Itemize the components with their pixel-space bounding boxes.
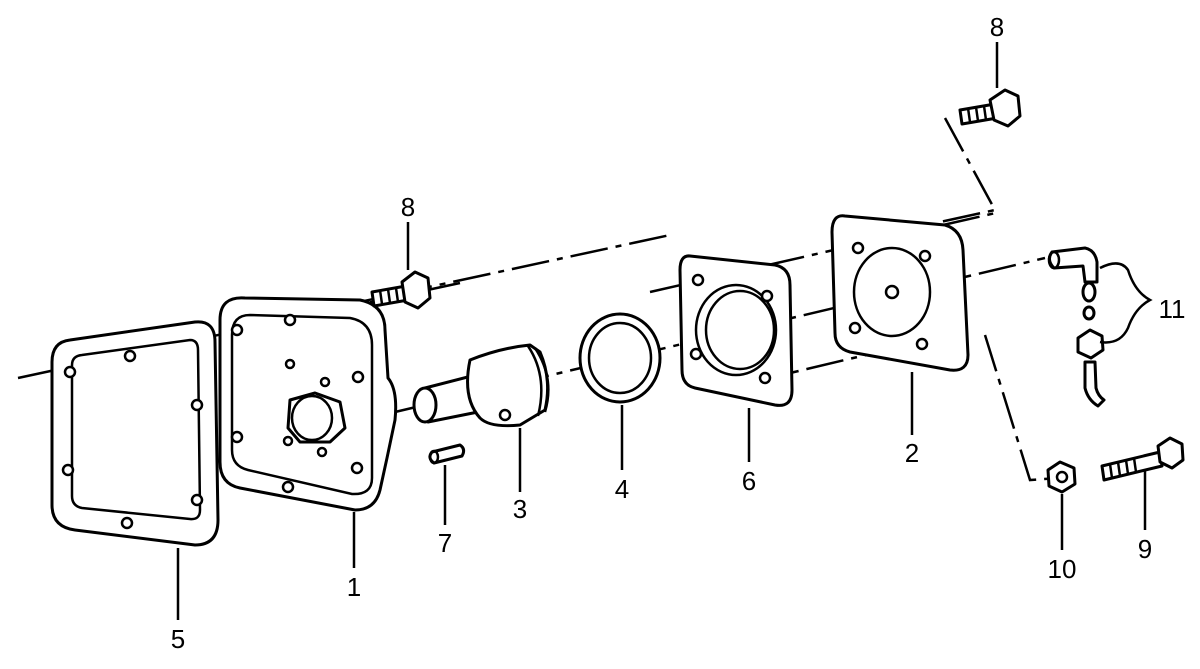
part-8-bolt-top [958,88,1022,128]
callout-11: 11 [1159,294,1186,324]
part-10-nut [1046,460,1077,494]
part-9-bolt-long [1100,436,1185,482]
callout-7: 7 [438,528,452,558]
part-1-cover [218,296,398,512]
part-3-piston [412,343,550,428]
callout-1: 1 [347,572,361,602]
callout-4: 4 [615,474,629,504]
callout-6: 6 [742,466,756,496]
callout-10: 10 [1048,554,1077,584]
part-2-end-cover [830,214,970,372]
callout-5: 5 [171,624,185,654]
part-11-fitting [1047,246,1153,408]
part-7-pin [428,443,466,465]
callout-8-left: 8 [401,192,415,222]
part-8-bolt-left [370,270,432,310]
part-6-flange-plate [678,254,794,407]
callout-9: 9 [1138,534,1152,564]
callout-labels: 1 2 3 4 5 6 7 8 8 9 10 11 [171,12,1186,654]
part-4-o-ring [578,312,662,404]
callout-8-top: 8 [990,12,1004,42]
callout-3: 3 [513,494,527,524]
leader-lines [176,42,1147,620]
callout-2: 2 [905,438,919,468]
part-5-gasket [50,320,220,547]
